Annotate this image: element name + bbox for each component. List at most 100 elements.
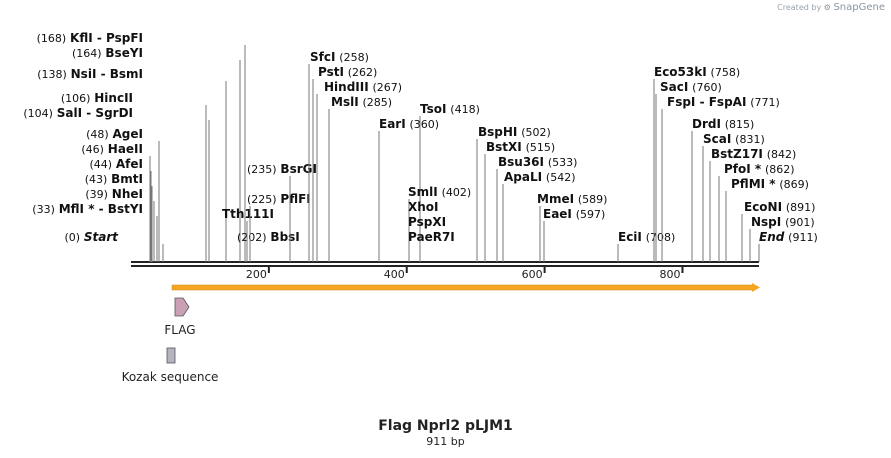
site-name: TsoI bbox=[420, 102, 446, 116]
site-label[interactable]: Tth111I bbox=[222, 207, 274, 221]
site-name: HincII bbox=[94, 91, 133, 105]
site-label[interactable]: (48) AgeI bbox=[86, 127, 143, 141]
site-label[interactable]: PfoI * (862) bbox=[724, 162, 795, 176]
site-label[interactable]: NspI (901) bbox=[751, 215, 815, 229]
site-name: FspI - FspAI bbox=[667, 95, 746, 109]
flag-feature-label: FLAG bbox=[164, 323, 195, 337]
site-position: (708) bbox=[646, 231, 676, 244]
orf-arrow-head[interactable] bbox=[752, 283, 760, 292]
site-position: (202) bbox=[237, 231, 267, 244]
site-name: BbsI bbox=[270, 230, 299, 244]
site-position: (533) bbox=[548, 156, 578, 169]
site-label[interactable]: EarI (360) bbox=[379, 117, 439, 131]
site-label[interactable]: (39) NheI bbox=[85, 187, 143, 201]
site-position: (46) bbox=[81, 143, 104, 156]
site-label[interactable]: XhoI bbox=[408, 200, 439, 214]
site-label[interactable]: FspI - FspAI (771) bbox=[667, 95, 780, 109]
site-label[interactable]: TsoI (418) bbox=[420, 102, 480, 116]
site-label[interactable]: (168) KflI - PspFI bbox=[37, 31, 143, 45]
site-name: SfcI bbox=[310, 50, 335, 64]
site-position: (515) bbox=[526, 141, 556, 154]
site-label[interactable]: SmlI (402) bbox=[408, 185, 471, 199]
scale-tick-label: 600 bbox=[522, 268, 543, 281]
site-name: PflFI bbox=[280, 192, 310, 206]
site-label[interactable]: End (911) bbox=[759, 230, 818, 244]
site-label[interactable]: (235) BsrGI bbox=[247, 162, 317, 176]
site-label[interactable]: ApaLI (542) bbox=[504, 170, 576, 184]
site-label[interactable]: BspHI (502) bbox=[478, 125, 551, 139]
site-name: BseYI bbox=[105, 46, 143, 60]
site-label[interactable]: PstI (262) bbox=[318, 65, 377, 79]
site-label[interactable]: (106) HincII bbox=[61, 91, 133, 105]
site-label[interactable]: SfcI (258) bbox=[310, 50, 369, 64]
site-position: (842) bbox=[767, 148, 797, 161]
site-label[interactable]: (104) SalI - SgrDI bbox=[23, 106, 133, 120]
site-name: SalI - SgrDI bbox=[57, 106, 133, 120]
site-label[interactable]: HindIII (267) bbox=[324, 80, 402, 94]
site-position: (138) bbox=[37, 68, 67, 81]
site-position: (869) bbox=[779, 178, 809, 191]
site-label[interactable]: Eco53kI (758) bbox=[654, 65, 740, 79]
site-label[interactable]: EciI (708) bbox=[618, 230, 675, 244]
site-name: EcoNI bbox=[744, 200, 782, 214]
site-label[interactable]: Bsu36I (533) bbox=[498, 155, 577, 169]
site-name: PfoI * bbox=[724, 162, 762, 176]
site-name: Eco53kI bbox=[654, 65, 707, 79]
site-name: Tth111I bbox=[222, 207, 274, 221]
site-label[interactable]: ScaI (831) bbox=[703, 132, 765, 146]
site-label[interactable]: PaeR7I bbox=[408, 230, 455, 244]
site-position: (891) bbox=[786, 201, 816, 214]
site-name: HaeII bbox=[108, 142, 143, 156]
credit-prefix: Created by bbox=[777, 3, 822, 12]
site-position: (597) bbox=[576, 208, 606, 221]
site-label[interactable]: (44) AfeI bbox=[89, 157, 143, 171]
site-label[interactable]: (46) HaeII bbox=[81, 142, 143, 156]
site-position: (0) bbox=[64, 231, 80, 244]
site-name: NheI bbox=[112, 187, 143, 201]
site-position: (168) bbox=[37, 32, 67, 45]
site-label[interactable]: SacI (760) bbox=[660, 80, 722, 94]
site-position: (104) bbox=[23, 107, 53, 120]
site-label[interactable]: DrdI (815) bbox=[692, 117, 754, 131]
site-label[interactable]: EcoNI (891) bbox=[744, 200, 815, 214]
site-name: PaeR7I bbox=[408, 230, 455, 244]
site-label[interactable]: (225) PflFI bbox=[247, 192, 311, 206]
site-name: AgeI bbox=[113, 127, 143, 141]
scale-tick-label: 400 bbox=[384, 268, 405, 281]
site-name: BsrGI bbox=[280, 162, 317, 176]
site-label[interactable]: PspXI bbox=[408, 215, 446, 229]
site-name: Start bbox=[84, 230, 119, 244]
kozak-feature-box[interactable] bbox=[166, 347, 176, 364]
site-label[interactable]: BstZ17I (842) bbox=[711, 147, 796, 161]
site-name: AfeI bbox=[116, 157, 143, 171]
site-label[interactable]: (164) BseYI bbox=[72, 46, 143, 60]
flag-feature-arrow[interactable] bbox=[174, 297, 190, 317]
site-position: (911) bbox=[788, 231, 818, 244]
site-position: (862) bbox=[765, 163, 795, 176]
site-label[interactable]: MslI (285) bbox=[331, 95, 392, 109]
site-label[interactable]: (33) MflI * - BstYI bbox=[32, 202, 143, 216]
site-position: (258) bbox=[339, 51, 369, 64]
site-label[interactable]: EaeI (597) bbox=[543, 207, 605, 221]
site-position: (106) bbox=[61, 92, 91, 105]
site-name: PflMI * bbox=[731, 177, 776, 191]
orf-arrow[interactable] bbox=[171, 284, 754, 291]
site-position: (43) bbox=[85, 173, 108, 186]
site-position: (33) bbox=[32, 203, 55, 216]
site-name: End bbox=[759, 230, 785, 244]
site-label[interactable]: BstXI (515) bbox=[486, 140, 555, 154]
site-label[interactable]: PflMI * (869) bbox=[731, 177, 809, 191]
map-length: 911 bp bbox=[426, 435, 465, 448]
site-label[interactable]: (202) BbsI bbox=[237, 230, 300, 244]
site-position: (44) bbox=[89, 158, 112, 171]
site-position: (758) bbox=[711, 66, 741, 79]
site-name: MflI * - BstYI bbox=[59, 202, 143, 216]
site-label[interactable]: MmeI (589) bbox=[537, 192, 607, 206]
site-name: SmlI bbox=[408, 185, 438, 199]
site-label[interactable]: (0) Start bbox=[64, 230, 119, 244]
site-label[interactable]: (43) BmtI bbox=[85, 172, 143, 186]
site-position: (831) bbox=[735, 133, 765, 146]
site-label[interactable]: (138) NsiI - BsmI bbox=[37, 67, 143, 81]
site-name: Bsu36I bbox=[498, 155, 544, 169]
scale-tick-label: 200 bbox=[246, 268, 267, 281]
